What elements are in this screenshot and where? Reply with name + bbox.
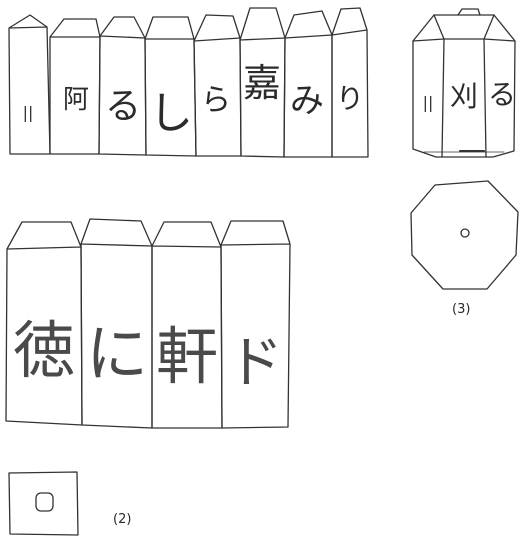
square-end-view (8, 471, 79, 536)
octagon-glyphs: || 刈 る (423, 78, 516, 113)
figure-label-2: (2) (113, 512, 132, 527)
figure-label-3: (3) (452, 302, 471, 317)
octagon-prism-side (412, 8, 516, 158)
row1-face-1 (8, 14, 51, 155)
row1-prism-faces (8, 7, 369, 158)
octagon-end-view (410, 180, 519, 290)
row2-prism-faces (5, 218, 291, 429)
row1-glyph-2: 阿 (63, 85, 89, 115)
row2-glyph-3: 軒 (156, 320, 218, 393)
row1-glyphs: || 阿 る し ら 嘉 み り (23, 61, 364, 139)
octagon-glyph-2: 刈 (450, 80, 478, 113)
octagon-glyph-3: る (488, 78, 516, 111)
row2-face-4 (220, 220, 291, 429)
row1-face-4 (144, 16, 197, 157)
row2-glyph-4: ド (227, 331, 283, 396)
row1-glyph-6: 嘉 (243, 61, 281, 105)
octagon-glyph-1: || (423, 93, 434, 112)
row1-glyph-1: || (23, 103, 34, 122)
row1-face-8 (331, 7, 369, 158)
row2-glyphs: 徳 に 軒 ド (13, 314, 283, 396)
row1-glyph-5: ら (201, 83, 231, 118)
row1-glyph-7: み (290, 81, 324, 121)
row1-glyph-3: る (105, 86, 141, 127)
row2-glyph-1: 徳 (13, 314, 75, 387)
row2-glyph-2: に (86, 317, 148, 390)
row1-glyph-4: し (149, 88, 193, 139)
row1-glyph-8: り (336, 82, 364, 115)
